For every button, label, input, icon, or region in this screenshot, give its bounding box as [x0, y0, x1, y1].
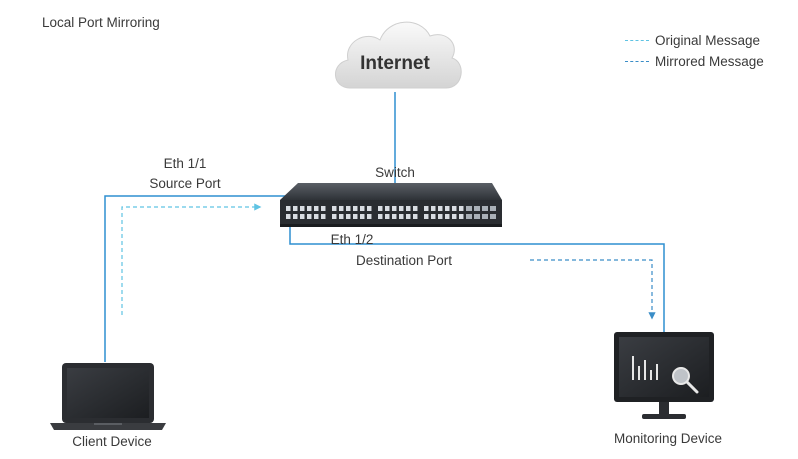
switch-port — [385, 214, 390, 219]
legend-original-label: Original Message — [655, 33, 761, 48]
switch-port — [378, 214, 383, 219]
switch-sfp-port — [474, 206, 480, 211]
mirrored-message-arrow — [530, 259, 656, 320]
switch-port — [353, 214, 358, 219]
switch-icon — [280, 183, 502, 227]
switch-port — [399, 206, 404, 211]
switch-to-monitor-link — [289, 218, 665, 334]
switch-port — [445, 206, 450, 211]
switch-port — [392, 206, 397, 211]
switch-port — [452, 206, 457, 211]
dest-port-role: Destination Port — [355, 253, 453, 268]
switch-port — [406, 214, 411, 219]
switch-port — [413, 214, 418, 219]
switch-port — [332, 214, 337, 219]
switch-port — [413, 206, 418, 211]
switch-port — [286, 214, 291, 219]
switch-port — [378, 206, 383, 211]
switch-port — [424, 214, 429, 219]
switch-port — [321, 214, 326, 219]
legend-mirrored-swatch — [625, 61, 649, 63]
switch-port — [307, 206, 312, 211]
dest-port-name: Eth 1/2 — [330, 232, 374, 247]
switch-sfp-port — [490, 206, 496, 211]
switch-port — [346, 214, 351, 219]
switch-port — [353, 206, 358, 211]
switch-port — [286, 206, 291, 211]
switch-port — [392, 214, 397, 219]
switch-sfp-port — [482, 206, 488, 211]
switch-sfp-port — [466, 206, 472, 211]
switch-port — [438, 214, 443, 219]
source-port-name: Eth 1/1 — [163, 156, 207, 171]
switch-sfp-port — [474, 214, 480, 219]
client-to-switch-link — [104, 195, 289, 362]
legend-original-swatch — [625, 40, 649, 42]
switch-port — [445, 214, 450, 219]
switch-port — [293, 214, 298, 219]
switch-port — [431, 214, 436, 219]
diagram-title: Local Port Mirroring — [42, 15, 160, 30]
legend-mirrored-label: Mirrored Message — [655, 54, 764, 69]
switch-port — [293, 206, 298, 211]
client-device-label: Client Device — [72, 434, 152, 449]
switch-sfp-port — [490, 214, 496, 219]
switch-port — [399, 214, 404, 219]
legend-original: Original Message — [625, 34, 760, 48]
switch-port — [406, 206, 411, 211]
magnifier-icon — [672, 367, 699, 394]
switch-port — [385, 206, 390, 211]
switch-port — [321, 206, 326, 211]
laptop-icon — [50, 363, 166, 430]
internet-label: Internet — [360, 53, 430, 74]
switch-port — [438, 206, 443, 211]
switch-port — [431, 206, 436, 211]
source-port-role: Source Port — [149, 176, 221, 191]
dashed-flows — [121, 203, 656, 320]
switch-port — [459, 214, 464, 219]
internet-cloud-icon — [335, 21, 462, 89]
switch-port — [339, 206, 344, 211]
switch-port — [300, 214, 305, 219]
switch-port — [459, 206, 464, 211]
switch-label: Switch — [375, 165, 415, 180]
legend-mirrored: Mirrored Message — [625, 55, 764, 69]
switch-port — [346, 206, 351, 211]
monitor-icon — [614, 332, 714, 419]
switch-sfp-port — [482, 214, 488, 219]
switch-port — [360, 214, 365, 219]
switch-port — [367, 214, 372, 219]
switch-port — [360, 206, 365, 211]
original-message-arrow — [121, 203, 262, 315]
switch-port — [424, 206, 429, 211]
monitoring-device-label: Monitoring Device — [613, 431, 723, 446]
analytics-icon — [632, 356, 658, 380]
switch-sfp-port — [466, 214, 472, 219]
switch-port — [300, 206, 305, 211]
switch-port — [314, 206, 319, 211]
switch-port — [339, 214, 344, 219]
switch-port — [452, 214, 457, 219]
switch-port — [367, 206, 372, 211]
switch-port — [307, 214, 312, 219]
switch-port — [314, 214, 319, 219]
switch-port — [332, 206, 337, 211]
